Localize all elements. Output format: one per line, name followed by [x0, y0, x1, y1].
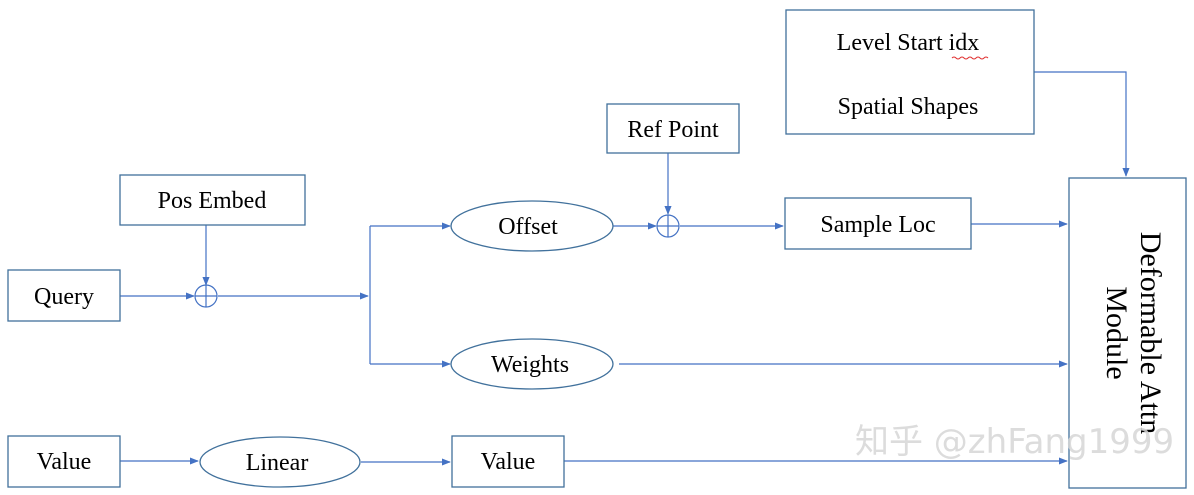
watermark: 知乎 @zhFang1999 [855, 422, 1174, 462]
weights-ellipse: Weights [450, 338, 614, 390]
query-box: Query [7, 269, 121, 322]
sample-loc-box: Sample Loc [784, 197, 972, 250]
weights-label: Weights [491, 352, 569, 378]
deformable-attn-module-box: Deformable Attn Module [1068, 177, 1187, 489]
edge-level-spatial-to-attn [1034, 71, 1130, 177]
linear-label: Linear [246, 450, 309, 476]
pos-embed-label: Pos Embed [158, 188, 267, 214]
level-start-idx-label: Level Start idx [837, 30, 980, 56]
value-output-box: Value [451, 435, 565, 488]
edges [120, 71, 1130, 466]
value-input-box: Value [7, 435, 121, 488]
offset-ellipse: Offset [450, 200, 614, 252]
level-spatial-box: Level Start idx Spatial Shapes [785, 9, 1035, 135]
linear-ellipse: Linear [199, 436, 361, 488]
sum-node-offset [656, 214, 680, 238]
offset-label: Offset [498, 214, 558, 240]
pos-embed-box: Pos Embed [119, 174, 306, 226]
sum-node-query [194, 284, 218, 308]
value-output-label: Value [481, 449, 536, 475]
deformable-attn-label: Deformable Attn [1134, 232, 1167, 434]
ref-point-label: Ref Point [627, 117, 719, 143]
ref-point-box: Ref Point [606, 103, 740, 154]
spatial-shapes-label: Spatial Shapes [838, 94, 979, 120]
sample-loc-label: Sample Loc [820, 212, 935, 238]
value-input-label: Value [37, 449, 92, 475]
query-label: Query [34, 284, 94, 310]
spellcheck-squiggle [951, 56, 989, 60]
module-label: Module [1100, 286, 1133, 379]
